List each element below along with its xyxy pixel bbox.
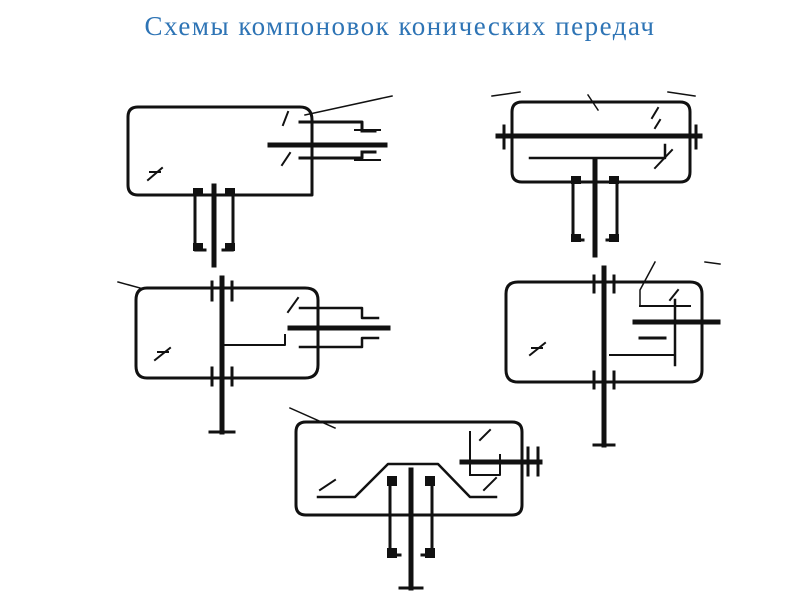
scheme-1 (126, 95, 393, 268)
scheme-2 (491, 91, 703, 258)
scheme-3 (117, 275, 391, 435)
slide-title: Схемы компоновок конических передач (144, 11, 656, 41)
scheme-4 (504, 260, 721, 448)
scheme-5 (289, 407, 543, 591)
